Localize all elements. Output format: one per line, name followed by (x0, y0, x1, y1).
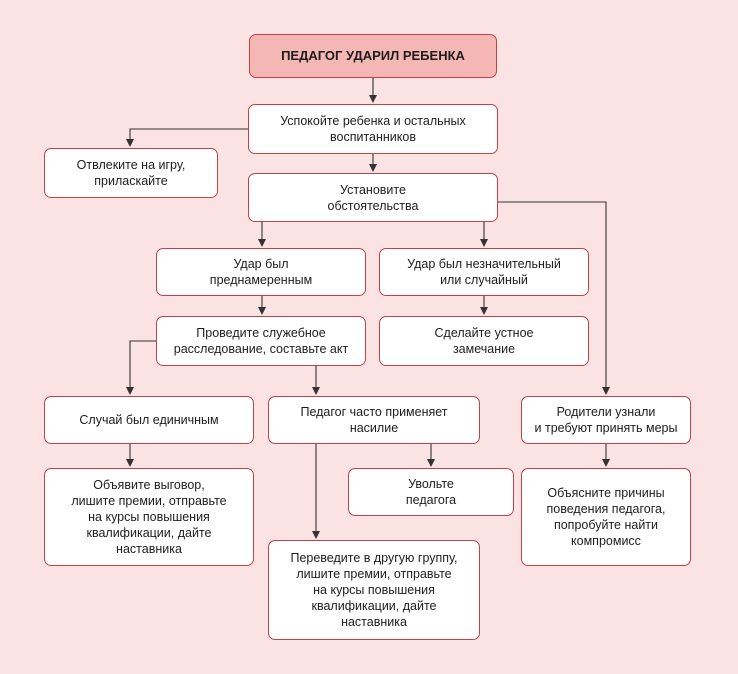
node-investigate: Проведите служебное расследование, соста… (156, 316, 366, 366)
node-explain: Объясните причины поведения педагога, по… (521, 468, 691, 566)
node-reprimand: Объявите выговор, лишите премии, отправь… (44, 468, 254, 566)
node-parents: Родители узнали и требуют принять меры (521, 396, 691, 444)
node-fire: Уволь­те педагога (348, 468, 514, 516)
edge-establish-parents (497, 201, 610, 395)
node-often: Педагог часто применяет насилие (268, 396, 480, 444)
edge-calm-distract (126, 128, 248, 147)
node-single: Случай был единичным (44, 396, 254, 444)
node-calm: Успокойте ребенка и остальных воспитанни… (248, 104, 498, 154)
node-transfer: Переведите в другую группу, лишите преми… (268, 540, 480, 640)
node-minor: Удар был незначительный или случайный (379, 248, 589, 296)
node-establish: Установите обстоятельства (248, 173, 498, 222)
node-root: ПЕДАГОГ УДАРИЛ РЕБЕНКА (249, 34, 497, 78)
node-remark: Сделайте устное замечание (379, 316, 589, 366)
node-distract: Отвлеките на игру, приласкайте (44, 148, 218, 198)
edge-investigate-single (126, 340, 156, 395)
node-deliberate: Удар был преднамеренным (156, 248, 366, 296)
